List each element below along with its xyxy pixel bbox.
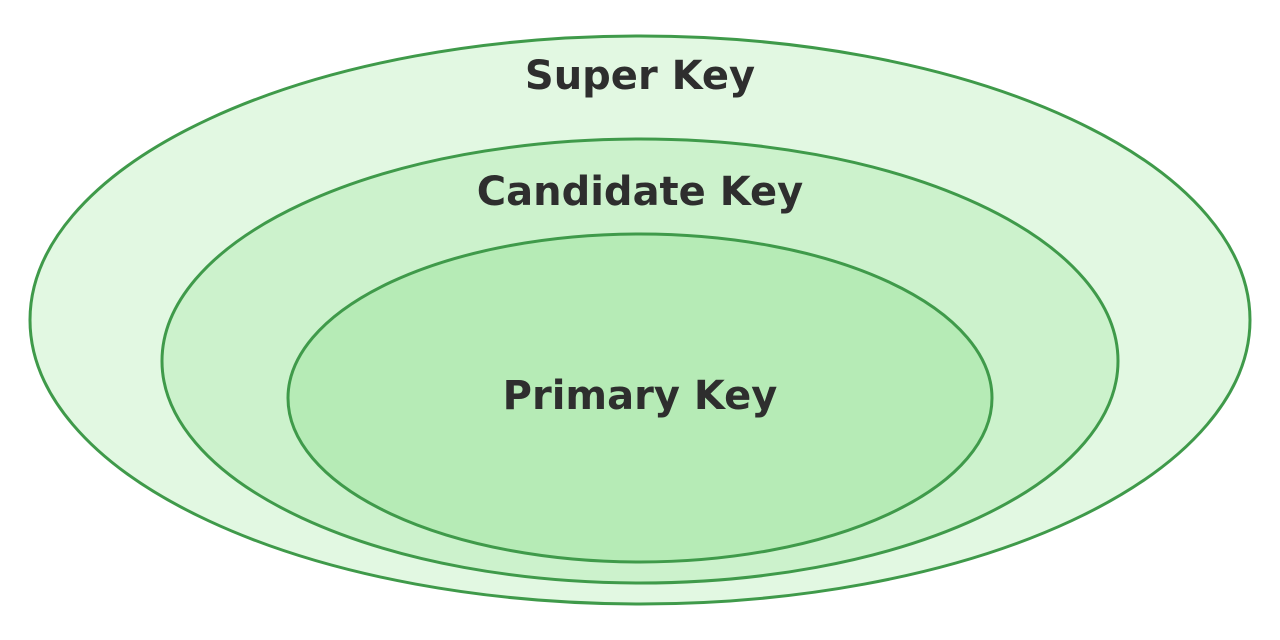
primary-key-ellipse [286, 232, 994, 564]
candidate-key-label: Candidate Key [477, 169, 803, 215]
primary-key-label: Primary Key [503, 373, 778, 419]
super-key-label: Super Key [525, 53, 755, 99]
